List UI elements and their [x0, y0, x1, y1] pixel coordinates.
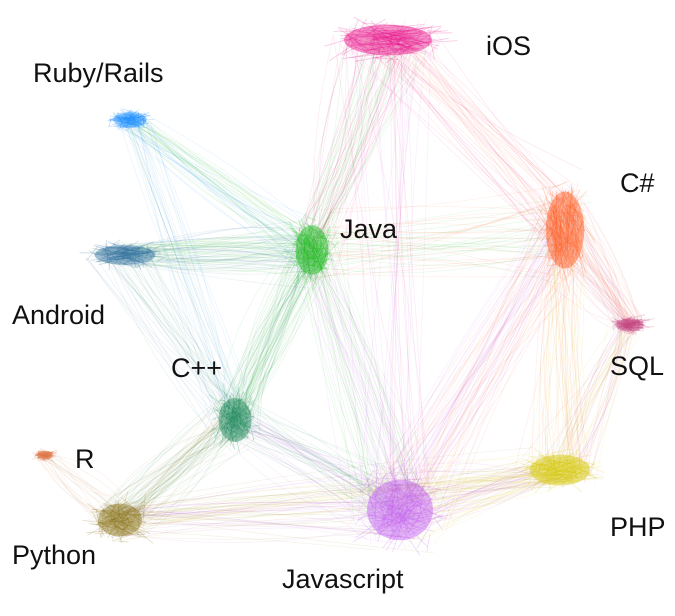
cluster-hub-cpp — [218, 398, 252, 442]
cluster-hub-android — [94, 245, 156, 265]
network-edges — [31, 16, 655, 556]
cluster-hub-csharp — [545, 191, 585, 269]
cluster-hub-r — [36, 450, 54, 460]
label-ios: iOS — [486, 31, 532, 61]
cluster-hub-sql — [616, 318, 644, 332]
label-javascript: Javascript — [282, 564, 404, 594]
cluster-hub-javascript — [367, 479, 433, 541]
cluster-hub-python — [98, 503, 142, 537]
label-python: Python — [12, 540, 97, 570]
cluster-hubs — [36, 24, 644, 541]
label-sql: SQL — [610, 351, 665, 381]
label-android: Android — [12, 300, 106, 330]
label-r: R — [75, 444, 95, 474]
label-ruby-rails: Ruby/Rails — [33, 58, 164, 88]
cluster-hub-php — [529, 454, 591, 486]
label-cpp: C++ — [171, 353, 223, 383]
label-java: Java — [340, 214, 398, 244]
cluster-hub-ruby-rails — [113, 112, 147, 128]
label-csharp: C# — [620, 168, 655, 198]
label-php: PHP — [610, 512, 666, 542]
cluster-hub-ios — [344, 24, 432, 56]
cluster-hub-java — [295, 225, 329, 275]
